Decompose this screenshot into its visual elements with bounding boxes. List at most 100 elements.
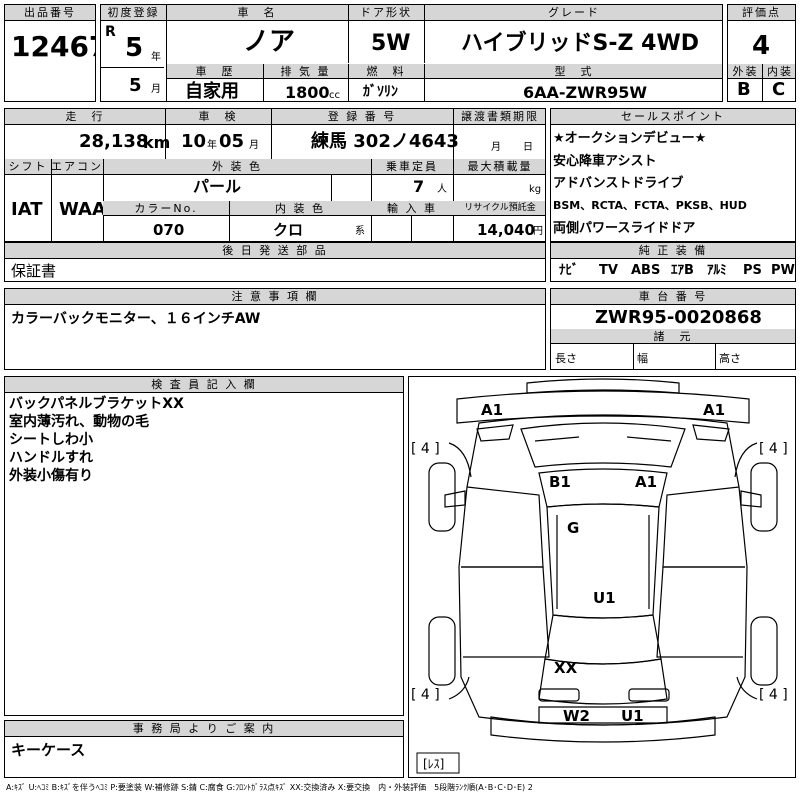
notes-cell: 注 意 事 項 欄 カラーバックモニター、１６インチAW xyxy=(4,288,546,370)
transfer-label: 譲渡書類期限 xyxy=(453,109,545,125)
equipment-item: ﾅﾋﾞ xyxy=(559,263,579,278)
exterior-grade: B xyxy=(737,79,751,100)
grade-label: グレード xyxy=(424,5,722,21)
inspector-note: 室内薄汚れ、動物の毛 xyxy=(9,414,150,430)
spec-length-label: 長さ xyxy=(555,352,577,365)
lot-number-cell: 出品番号 12467 xyxy=(4,4,96,102)
first-reg-label: 初度登録 xyxy=(101,5,166,21)
later-parts-cell: 後 日 発 送 部 品 保証書 xyxy=(4,242,546,282)
sales-point: 安心降車アシスト xyxy=(553,154,657,169)
color-number: 070 xyxy=(153,221,185,239)
later-parts: 保証書 xyxy=(11,262,57,280)
capacity: 7 xyxy=(413,177,425,196)
plate-number: 練馬 302ノ4643 xyxy=(311,131,459,152)
fuel: ｶﾞｿﾘﾝ xyxy=(363,84,398,100)
door-label: ドア形状 xyxy=(348,5,424,21)
mileage: 28,138 xyxy=(79,131,149,152)
recycle-label: リサイクル預託金 xyxy=(453,201,545,216)
office-notes: キーケース xyxy=(11,741,86,759)
tyre-front-right: [ 4 ] xyxy=(759,441,788,457)
interior-grade: C xyxy=(772,79,786,100)
import-label: 輸 入 車 xyxy=(371,201,453,216)
score-label: 評価点 xyxy=(728,5,795,21)
spare-tyre: [ﾚｽ] xyxy=(423,757,444,771)
damage-mark: U1 xyxy=(621,707,644,725)
equipment-label: 純 正 装 備 xyxy=(551,243,795,259)
damage-mark: A1 xyxy=(635,473,657,491)
interior-grade-label: 内装 xyxy=(763,64,795,79)
lot-number: 12467 xyxy=(11,30,95,63)
inspector-note: ハンドルすれ xyxy=(9,450,93,466)
chassis-label: 車 台 番 号 xyxy=(551,289,795,305)
inspector-notes-label: 検 査 員 記 入 欄 xyxy=(5,377,403,393)
model-type: 6AA-ZWR95W xyxy=(523,83,648,102)
car-outline-diagram: A1 A1 B1 A1 G U1 XX W2 U1 [ 4 ] [ 4 ] [ … xyxy=(411,378,788,774)
tyre-front-left: [ 4 ] xyxy=(411,441,440,457)
equipment-item: PS xyxy=(743,263,762,278)
equipment-item: PW xyxy=(771,263,795,278)
door-type: 5W xyxy=(371,31,411,56)
spec-height-label: 高さ xyxy=(719,352,741,365)
legend: A:ｷｽﾞ U:ﾍｺﾐ B:ｷｽﾞを伴うﾍｺﾐ P:要塗装 W:補修跡 S:錆 … xyxy=(6,783,533,792)
sales-point: BSM、RCTA、FCTA、PKSB、HUD xyxy=(553,199,747,212)
equipment-item: ｴｱB xyxy=(671,263,694,278)
first-reg-year: 5 xyxy=(125,33,144,63)
tyre-rear-left: [ 4 ] xyxy=(411,687,440,703)
sales-points-label: セールスポイント xyxy=(551,109,795,125)
lot-number-label: 出品番号 xyxy=(5,5,95,21)
equipment-item: ｱﾙﾐ xyxy=(707,263,727,278)
registration-block: 走 行 車 検 登 録 番 号 譲渡書類期限 28,138 km 10 年 05… xyxy=(4,108,546,242)
sales-points-cell: セールスポイント ★オークションデビュー★ 安心降車アシスト アドバンストドライ… xyxy=(550,108,796,242)
vehicle-info-block: 初度登録 車 名 ドア形状 グレード R 5 年 5 月 ノア 5W ハイブリッ… xyxy=(100,4,723,102)
damage-mark: B1 xyxy=(549,473,571,491)
inspector-notes-cell: 検 査 員 記 入 欄 バックパネルブラケットXX 室内薄汚れ、動物の毛 シート… xyxy=(4,376,404,716)
grade: ハイブリッドS-Z 4WD xyxy=(461,31,699,56)
equipment-cell: 純 正 装 備 ﾅﾋﾞ TV ABS ｴｱB ｱﾙﾐ PS PW xyxy=(550,242,796,282)
sales-point: ★オークションデビュー★ xyxy=(553,131,707,146)
office-notes-cell: 事 務 局 よ り ご 案 内 キーケース xyxy=(4,720,404,778)
damage-mark: W2 xyxy=(563,707,590,725)
score-cell: 評価点 4 外装 内装 B C xyxy=(727,4,796,102)
aircon: WAA xyxy=(59,199,106,220)
inspector-note: 外装小傷有り xyxy=(9,468,93,484)
capacity-label: 乗車定員 xyxy=(371,159,453,175)
spec-label: 諸 元 xyxy=(551,329,795,344)
inspection-month: 05 xyxy=(219,131,245,152)
recycle-fee: 14,040 xyxy=(477,221,535,239)
score: 4 xyxy=(752,31,771,61)
damage-mark: U1 xyxy=(593,589,616,607)
condition-diagram: A1 A1 B1 A1 G U1 XX W2 U1 [ 4 ] [ 4 ] [ … xyxy=(408,376,796,778)
exterior-color-label: 外 装 色 xyxy=(103,159,371,175)
spec-width-label: 幅 xyxy=(637,352,648,365)
interior-color: クロ xyxy=(273,221,304,239)
interior-color-label: 内 装 色 xyxy=(229,201,371,216)
first-reg-era: R xyxy=(105,24,116,40)
displacement-label: 排 気 量 xyxy=(263,64,348,79)
damage-mark: A1 xyxy=(703,401,725,419)
sales-point: 両側パワースライドドア xyxy=(553,221,696,236)
damage-mark: A1 xyxy=(481,401,503,419)
office-notes-label: 事 務 局 よ り ご 案 内 xyxy=(5,721,403,737)
first-reg-month: 5 xyxy=(129,75,142,96)
shift-label: シフト xyxy=(5,159,51,175)
exterior-grade-label: 外装 xyxy=(728,64,763,79)
color-no-label: カラーNo. xyxy=(103,201,229,216)
history: 自家用 xyxy=(185,81,239,102)
exterior-color: パール xyxy=(193,177,242,196)
damage-mark: G xyxy=(567,519,579,537)
notes: カラーバックモニター、１６インチAW xyxy=(11,311,261,327)
max-load-label: 最大積載量 xyxy=(453,159,545,175)
tyre-rear-right: [ 4 ] xyxy=(759,687,788,703)
sales-point: アドバンストドライブ xyxy=(553,176,684,191)
shift: IAT xyxy=(11,199,43,220)
aircon-label: エアコン xyxy=(51,159,103,175)
car-name: ノア xyxy=(243,27,296,57)
chassis-number: ZWR95-0020868 xyxy=(595,307,762,328)
inspector-note: バックパネルブラケットXX xyxy=(9,396,184,412)
inspector-note: シートしわ小 xyxy=(9,432,93,448)
later-parts-label: 後 日 発 送 部 品 xyxy=(5,243,545,259)
inspection-year: 10 xyxy=(181,131,207,152)
chassis-cell: 車 台 番 号 ZWR95-0020868 諸 元 長さ 幅 高さ xyxy=(550,288,796,370)
history-label: 車 歴 xyxy=(167,64,263,79)
inspection-label: 車 検 xyxy=(165,109,271,125)
